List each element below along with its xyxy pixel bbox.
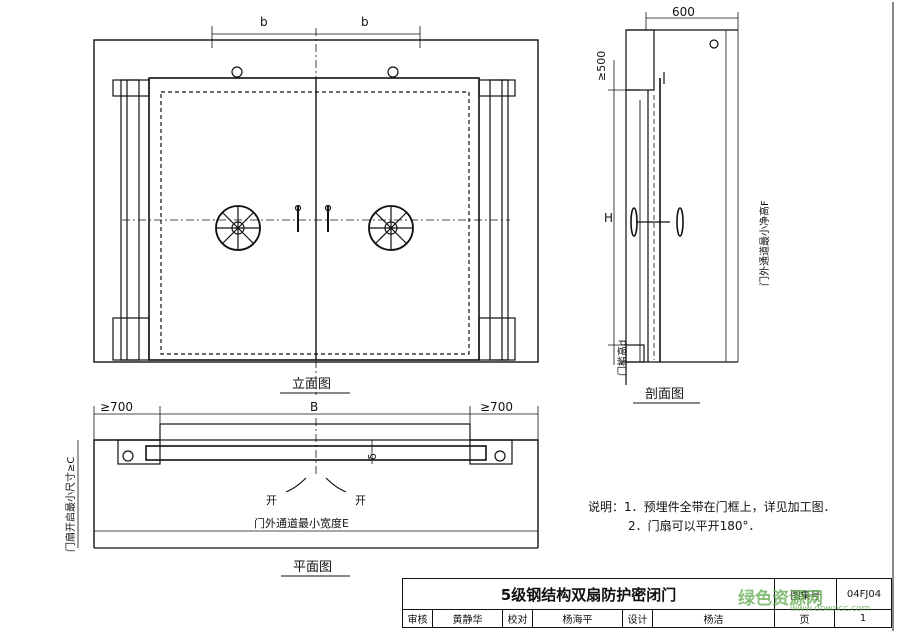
dim-H-label: H bbox=[604, 211, 613, 225]
lifting-eye-right bbox=[387, 66, 399, 78]
signature-row: 审核 黄静华 校对 杨海平 设计 杨洁 页 1 bbox=[403, 610, 891, 627]
left-bottom-bracket bbox=[112, 317, 150, 361]
designer-name: 杨洁 bbox=[653, 610, 775, 627]
page-value: 1 bbox=[859, 613, 867, 624]
plan-lintel bbox=[159, 423, 471, 441]
dim-C-label: 门扇开启最小尺寸≥C bbox=[64, 457, 77, 552]
dim-E-label: 门外通道最小宽度E bbox=[254, 516, 349, 530]
open-left-label: 开 bbox=[266, 494, 277, 507]
notes-lead: 说明： bbox=[588, 500, 625, 514]
reviewer-name: 黄静华 bbox=[433, 610, 503, 627]
section-sill bbox=[625, 344, 645, 363]
right-bottom-bracket bbox=[478, 317, 516, 361]
hand-wheel-left bbox=[215, 205, 261, 251]
page-label: 页 bbox=[775, 610, 835, 627]
open-arrow-right bbox=[325, 477, 347, 493]
dim-600-label: 600 bbox=[672, 5, 695, 19]
plan-hinge-right bbox=[494, 450, 506, 462]
checker-label: 校对 bbox=[503, 610, 533, 627]
elevation-view: b b 立面图 bbox=[93, 15, 539, 395]
dim-700-right-label: ≥700 bbox=[480, 400, 513, 414]
note-line-1: 1．预埋件全带在门框上，详见加工图． bbox=[624, 500, 836, 514]
right-top-bracket bbox=[478, 79, 516, 97]
dim-b-right-label: b bbox=[361, 15, 369, 29]
section-caption: 剖面图 bbox=[645, 387, 684, 402]
dim-d-label: 门槛高d bbox=[616, 340, 629, 376]
designer-label: 设计 bbox=[623, 610, 653, 627]
section-view: 600 ≥500 H 门槛高d 门外通道最小净高F 剖面图 bbox=[595, 5, 771, 404]
plan-caption: 平面图 bbox=[293, 560, 332, 575]
watermark: 绿色资源网 bbox=[738, 589, 823, 609]
elevation-caption: 立面图 bbox=[292, 377, 331, 392]
watermark-url: www.downcc.com bbox=[790, 604, 871, 614]
dim-700-left-label: ≥700 bbox=[100, 400, 133, 414]
drawing-title: 5级钢结构双扇防护密闭门 bbox=[403, 579, 775, 610]
plan-left-pier bbox=[117, 439, 161, 465]
dim-B-label: B bbox=[310, 400, 318, 414]
section-handwheel-left bbox=[630, 207, 638, 237]
left-top-bracket bbox=[112, 79, 150, 97]
lifting-eye-left bbox=[231, 66, 243, 78]
reviewer-label: 审核 bbox=[403, 610, 433, 627]
open-right-label: 开 bbox=[355, 494, 366, 507]
plan-view: 开 开 ≥700 ≥700 B δ 门外通道最小宽度E 门扇开启最小尺寸≥C 平… bbox=[64, 400, 539, 577]
dim-500-label: ≥500 bbox=[595, 51, 608, 81]
plan-right-pier bbox=[469, 439, 513, 465]
title-block: 5级钢结构双扇防护密闭门 图集号 04FJ04 审核 黄静华 校对 杨海平 设计… bbox=[402, 578, 892, 628]
drawing-code-value: 04FJ04 bbox=[837, 579, 891, 610]
plan-wall-right bbox=[470, 439, 539, 548]
hand-wheel-right bbox=[368, 205, 414, 251]
section-handwheel-right bbox=[676, 207, 684, 237]
plan-hinge-left bbox=[122, 450, 134, 462]
handle-right-knob bbox=[324, 204, 332, 212]
door-frame bbox=[148, 77, 480, 361]
dim-b-left-label: b bbox=[260, 15, 268, 29]
drawing-code-label: 图集号 bbox=[775, 579, 837, 610]
notes: 说明：1．预埋件全带在门框上，详见加工图． 2．门扇可以平开180°． bbox=[588, 498, 836, 536]
section-hook bbox=[709, 39, 719, 49]
dim-F-label: 门外通道最小净高F bbox=[758, 200, 771, 286]
checker-name: 杨海平 bbox=[533, 610, 623, 627]
plan-wall-left bbox=[93, 439, 160, 548]
dim-delta-label: δ bbox=[366, 453, 379, 460]
open-arrow-left bbox=[285, 477, 307, 493]
note-line-2: 2．门扇可以平开180°． bbox=[628, 519, 761, 533]
door-inner-dashed bbox=[160, 91, 470, 355]
handle-left-knob bbox=[294, 204, 302, 212]
section-top-lintel bbox=[625, 29, 655, 91]
